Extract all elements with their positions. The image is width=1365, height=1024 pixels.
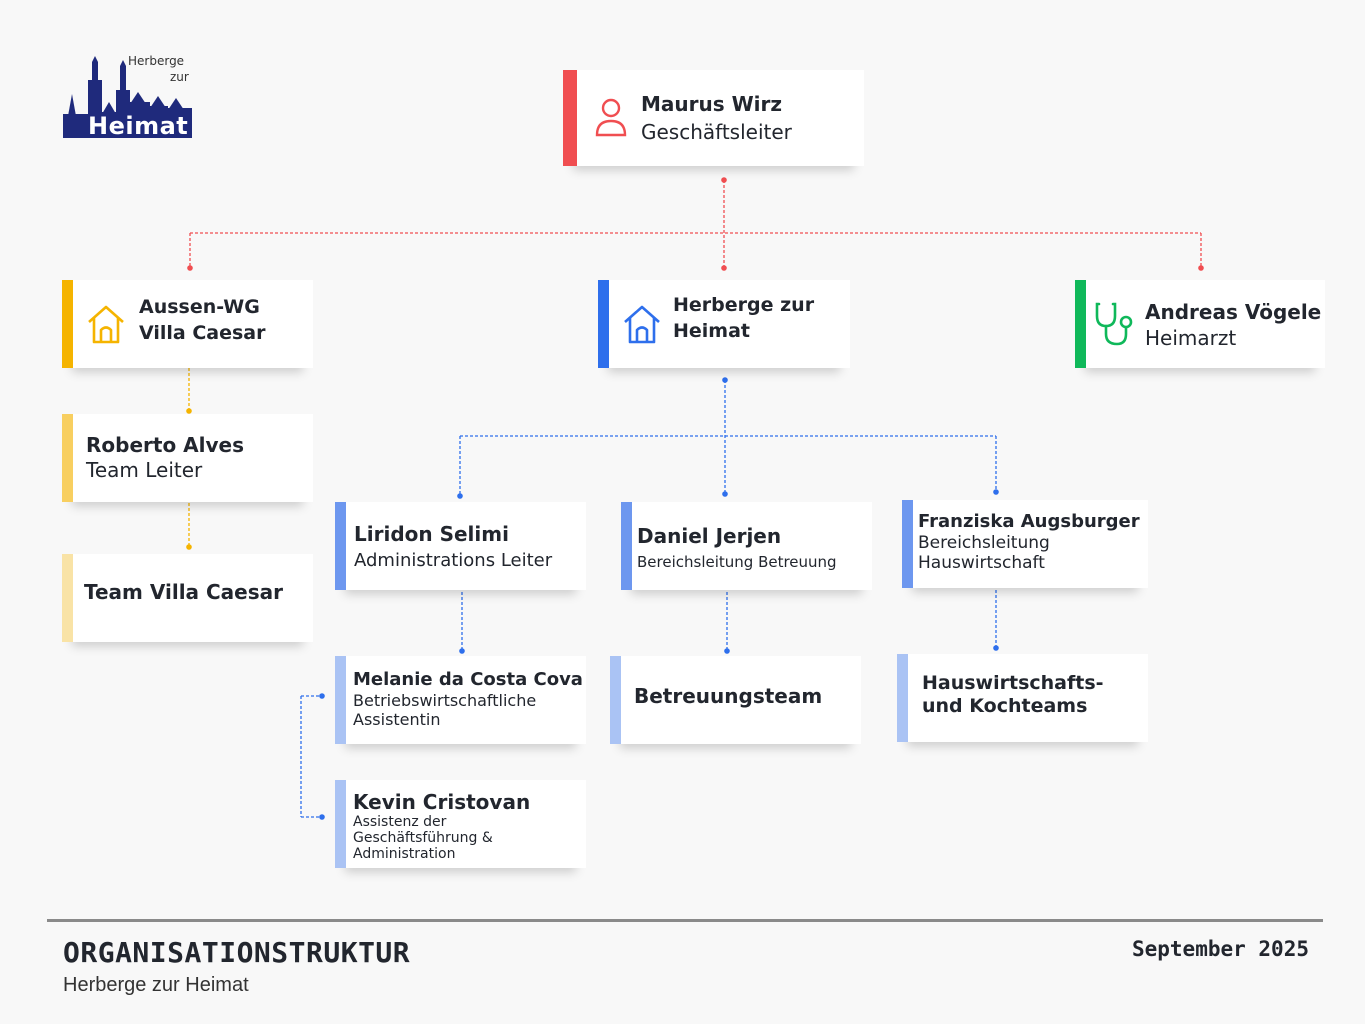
node-aussen-wg: Aussen-WG Villa Caesar: [62, 280, 313, 368]
node-daniel-jerjen: Daniel Jerjen Bereichsleitung Betreuung: [621, 502, 872, 590]
accent-bar: [335, 780, 346, 868]
node-name: Andreas Vögele: [1145, 300, 1322, 324]
node-name-line1: Herberge zur: [673, 294, 815, 316]
accent-bar: [335, 502, 346, 590]
node-name-line2: und Kochteams: [922, 695, 1088, 717]
accent-bar: [610, 656, 621, 744]
node-name-line2: Heimat: [673, 320, 751, 342]
node-name: Betreuungsteam: [634, 684, 823, 708]
accent-bar: [62, 280, 73, 368]
node-liridon-selimi: Liridon Selimi Administrations Leiter: [335, 502, 586, 590]
node-role-line2: Hauswirtschaft: [918, 553, 1045, 573]
logo-text-line3: Heimat: [88, 112, 189, 140]
node-name: Maurus Wirz: [641, 92, 783, 116]
footer-date: September 2025: [1131, 937, 1309, 961]
node-name: Roberto Alves: [86, 433, 244, 457]
node-name: Team Villa Caesar: [84, 580, 284, 604]
accent-bar: [62, 414, 73, 502]
node-role-line3: Administration: [353, 846, 456, 862]
node-team-villa-caesar: Team Villa Caesar: [62, 554, 313, 642]
node-name: Kevin Cristovan: [353, 790, 531, 814]
footer-divider: [47, 919, 1323, 922]
node-role: Administrations Leiter: [354, 550, 553, 571]
logo-text-line2: zur: [170, 70, 189, 84]
node-role-line1: Betriebswirtschaftliche: [353, 691, 537, 710]
node-role: Geschäftsleiter: [641, 120, 792, 144]
stethoscope-icon: [1095, 302, 1133, 346]
accent-bar: [621, 502, 632, 590]
accent-bar: [563, 70, 577, 166]
node-betreuungsteam: Betreuungsteam: [610, 656, 861, 744]
node-role: Team Leiter: [86, 458, 203, 482]
node-hauswirtschafts-und-kochteams: Hauswirtschafts- und Kochteams: [897, 654, 1148, 742]
house-icon: [624, 305, 660, 344]
accent-bar: [62, 554, 73, 642]
node-role-line2: Geschäftsführung &: [353, 830, 493, 846]
logo: Herberge zur Heimat: [62, 52, 197, 142]
node-role: Bereichsleitung Betreuung: [637, 553, 837, 571]
node-geschaeftsleiter: Maurus Wirz Geschäftsleiter: [563, 70, 864, 166]
node-name-line2: Villa Caesar: [139, 322, 266, 344]
node-name-line1: Aussen-WG: [139, 296, 260, 318]
node-role-line2: Assistentin: [353, 710, 441, 729]
node-name-line1: Hauswirtschafts-: [922, 672, 1104, 694]
node-name: Melanie da Costa Cova: [353, 669, 583, 690]
person-icon: [595, 98, 627, 137]
logo-text-line1: Herberge: [128, 54, 185, 68]
accent-bar: [598, 280, 609, 368]
node-franziska-augsburger: Franziska Augsburger Bereichsleitung Hau…: [902, 500, 1148, 588]
node-herberge-zur-heimat: Herberge zur Heimat: [598, 280, 850, 368]
node-name: Franziska Augsburger: [918, 511, 1140, 532]
node-kevin-cristovan: Kevin Cristovan Assistenz der Geschäftsf…: [335, 780, 586, 868]
accent-bar: [902, 500, 913, 588]
node-role-line1: Bereichsleitung: [918, 533, 1050, 553]
node-name: Daniel Jerjen: [637, 524, 782, 548]
node-name: Liridon Selimi: [354, 522, 509, 546]
node-role-line1: Assistenz der: [353, 814, 447, 830]
footer-title: ORGANISATIONSTRUKTUR: [63, 936, 411, 969]
node-heimarzt: Andreas Vögele Heimarzt: [1075, 280, 1325, 368]
house-icon: [88, 305, 124, 344]
node-melanie-da-costa-cova: Melanie da Costa Cova Betriebswirtschaft…: [335, 656, 586, 744]
accent-bar: [897, 654, 908, 742]
footer-subtitle: Herberge zur Heimat: [63, 974, 249, 996]
accent-bar: [1075, 280, 1086, 368]
accent-bar: [335, 656, 346, 744]
node-roberto-alves: Roberto Alves Team Leiter: [62, 414, 313, 502]
church-skyline-icon: [63, 56, 192, 138]
node-role: Heimarzt: [1145, 326, 1237, 350]
